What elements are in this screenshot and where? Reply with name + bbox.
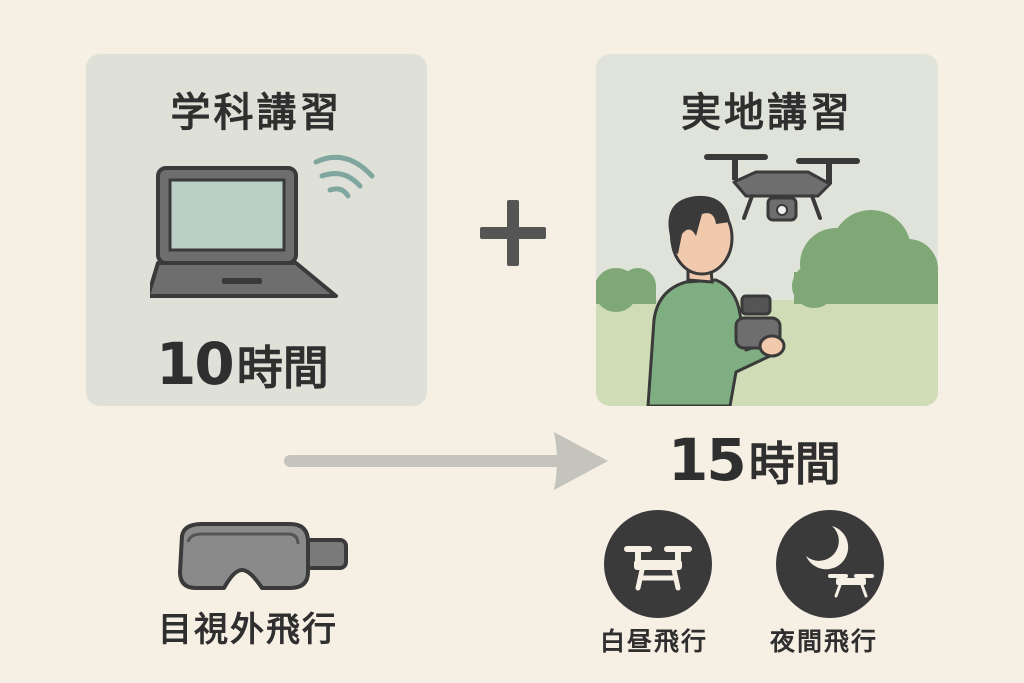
vr-goggles-icon xyxy=(178,522,348,590)
practical-hours-unit: 時間 xyxy=(748,437,841,491)
practical-course-card xyxy=(596,54,938,406)
academic-hours-unit: 時間 xyxy=(236,341,329,395)
daytime-flight-label: 白昼飛行 xyxy=(600,627,709,656)
daytime-drone-icon xyxy=(604,510,712,618)
bvlos-flight-label: 目視外飛行 xyxy=(158,610,338,650)
practical-hours-value: 15 xyxy=(668,426,747,494)
practical-course-title: 実地講習 xyxy=(681,90,853,136)
pilot-figure xyxy=(646,195,786,406)
night-drone-icon xyxy=(776,510,884,618)
drone-icon xyxy=(704,154,860,222)
laptop-wifi-icon xyxy=(150,154,375,298)
practical-hours: 15時間 xyxy=(668,426,841,494)
academic-course-title: 学科講習 xyxy=(170,90,343,136)
academic-hours: 10時間 xyxy=(156,330,329,398)
drone-pilot-illustration xyxy=(596,154,938,406)
right-arrow-icon xyxy=(284,432,608,490)
academic-hours-value: 10 xyxy=(156,330,235,398)
plus-icon xyxy=(480,200,546,266)
moon-icon xyxy=(806,526,849,570)
night-flight-label: 夜間飛行 xyxy=(770,627,879,656)
